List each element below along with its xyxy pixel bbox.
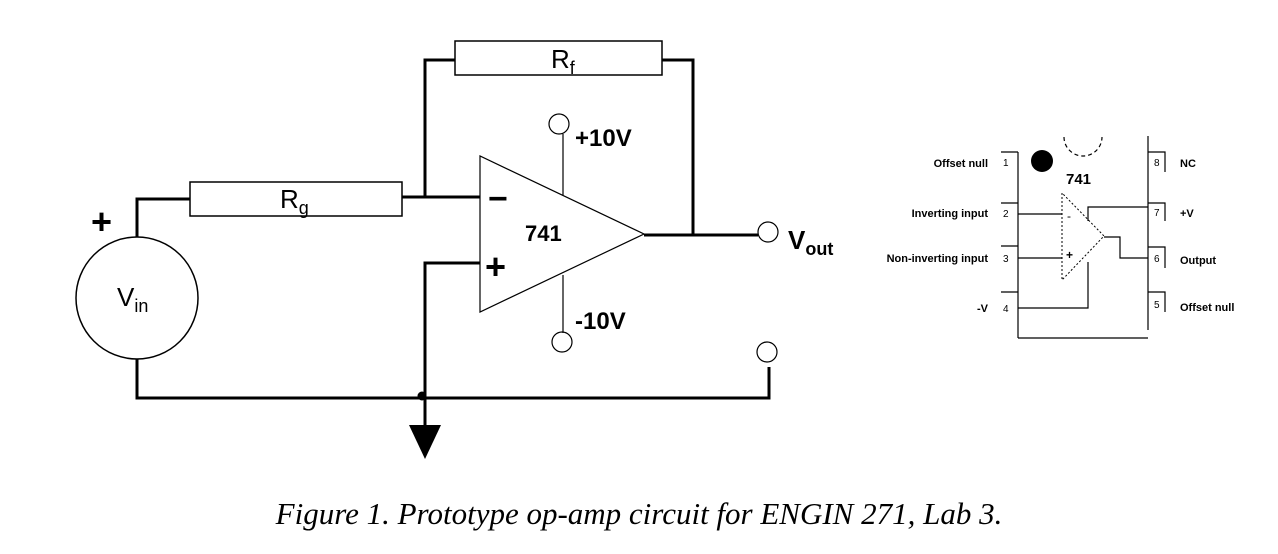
figure-caption: Figure 1. Prototype op-amp circuit for E… [275, 496, 1003, 531]
negative-supply-label: -10V [575, 308, 626, 335]
vplus-internal-wire [1087, 206, 1148, 221]
feedback-resistor-label: Rf [551, 44, 576, 78]
pin7-lead [1148, 202, 1166, 221]
pin1-name: Offset null [934, 158, 988, 170]
vminus-internal-wire [1018, 262, 1089, 309]
feedback-wire-right [662, 58, 695, 235]
pin6-number: 6 [1154, 254, 1160, 265]
pin2-name: Inverting input [912, 208, 989, 220]
output-internal-wire [1104, 236, 1148, 259]
inner-opamp-triangle [1061, 191, 1105, 282]
pin3-name: Non-inverting input [887, 253, 989, 265]
chip-model-label: 741 [1066, 171, 1091, 188]
input-resistor [189, 181, 403, 217]
inverting-amplifier-circuit: Rf Rg − + 741 +10V -10V Vout [75, 40, 833, 459]
inner-opamp-plus: + [1066, 248, 1073, 262]
voltage-source-plus: + [91, 201, 112, 242]
pin8-name: NC [1180, 158, 1196, 170]
negative-supply-terminal [551, 331, 573, 353]
ground-terminal [756, 341, 778, 363]
pin6-lead [1148, 246, 1166, 268]
opamp-triangle [479, 155, 646, 313]
pin2-number: 2 [1003, 209, 1009, 220]
pin3-number: 3 [1003, 254, 1009, 265]
pin8-number: 8 [1154, 158, 1160, 169]
opamp-minus-sign: − [488, 180, 508, 218]
pinout-diagram: 741 - + 1 2 3 4 8 7 6 5 Offset null Inve [887, 136, 1234, 339]
pin5-lead [1148, 291, 1166, 312]
opamp-plus-sign: + [485, 246, 506, 287]
output-terminal [757, 221, 779, 243]
pin6-name: Output [1180, 255, 1216, 267]
pin5-name: Offset null [1180, 302, 1234, 314]
chip-notch-icon [1063, 136, 1103, 157]
voltage-source-label: Vin [117, 282, 148, 316]
ground-return-wire [135, 359, 771, 400]
opamp-model-label: 741 [525, 221, 562, 246]
pin8-lead [1148, 151, 1166, 172]
pin1-number: 1 [1003, 158, 1009, 169]
noninverting-input-wire [423, 261, 480, 398]
pin5-number: 5 [1154, 300, 1160, 311]
input-resistor-label: Rg [280, 184, 309, 218]
inner-opamp-minus: - [1067, 209, 1071, 223]
feedback-resistor [454, 40, 663, 76]
feedback-wire-left [423, 58, 455, 197]
positive-supply-terminal [548, 113, 570, 135]
output-label: Vout [788, 225, 833, 259]
pin7-number: 7 [1154, 208, 1160, 219]
pin4-number: 4 [1003, 304, 1009, 315]
pin7-name: +V [1180, 208, 1194, 220]
ground-arrow-icon [409, 425, 441, 459]
pin4-name: -V [977, 303, 989, 315]
positive-supply-label: +10V [575, 125, 632, 152]
pin1-indicator-dot [1031, 150, 1053, 172]
